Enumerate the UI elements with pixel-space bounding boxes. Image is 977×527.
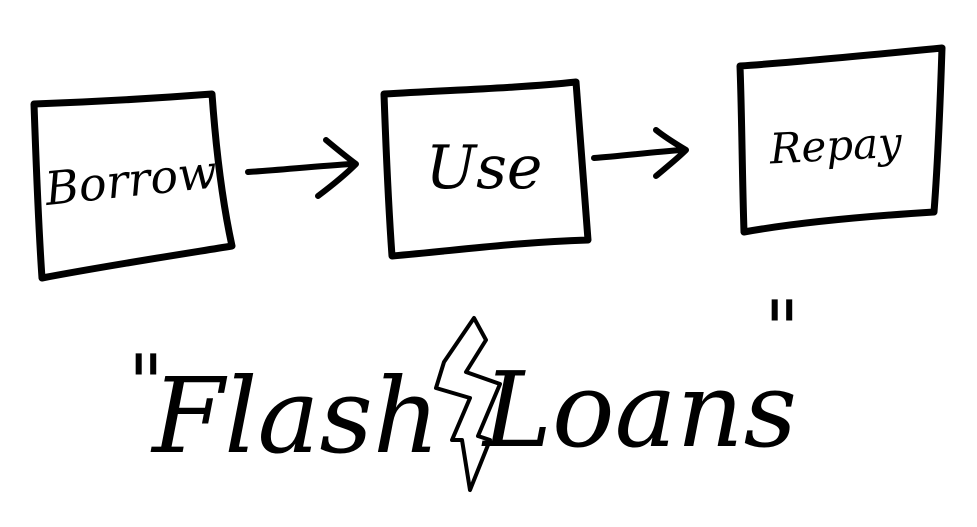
title-word-loans: Loans [481,349,797,471]
close-quote: " [764,285,800,375]
repay-step: Repay [736,44,946,236]
arrow-use-to-repay [591,127,689,179]
title-word-flash: Flash [150,355,440,477]
right-arrow-icon [591,127,689,179]
right-arrow-icon [245,137,359,199]
repay-label: Repay [768,118,905,174]
lightning-bolt-icon [434,316,502,492]
use-box [380,78,592,260]
borrow-step: Borrow [30,90,236,282]
borrow-label: Borrow [41,144,219,216]
open-quote: " [128,339,164,429]
borrow-box [30,90,236,282]
arrow-borrow-to-use [245,137,359,199]
flash-loans-title: " Flash Loans " [128,285,800,492]
use-label: Use [426,133,543,203]
use-step: Use [380,78,592,260]
repay-box [736,44,946,236]
